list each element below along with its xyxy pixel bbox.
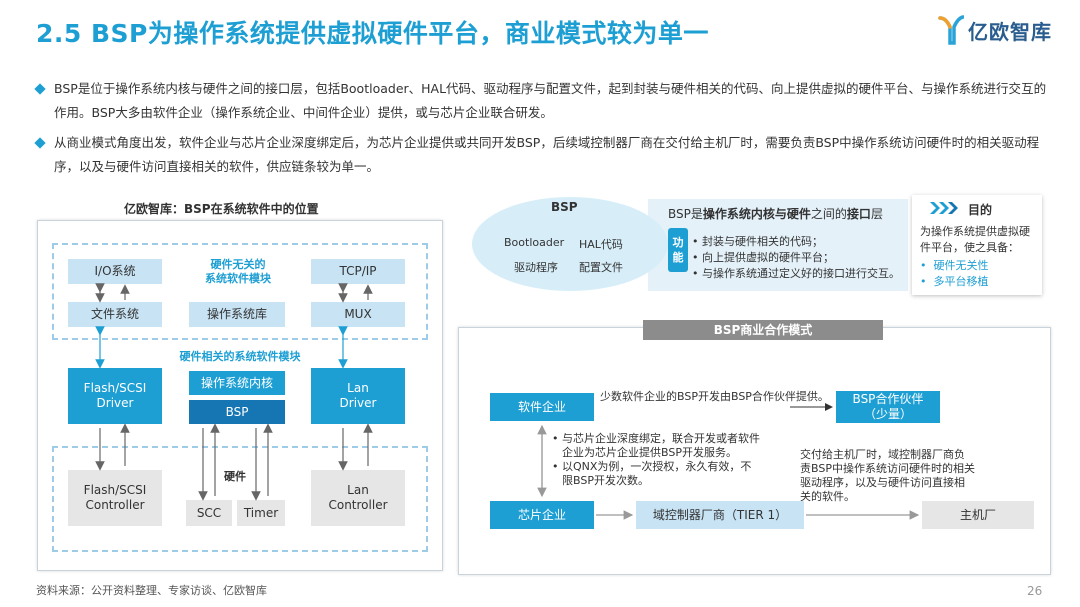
bsp-definition: BSP是操作系统内核与硬件之间的接口层 — [668, 205, 883, 222]
note-item: • 与芯片企业深度绑定，联合开发或者软件企业为芯片企业提供BSP开发服务。 — [552, 432, 760, 459]
function-text: 封装与硬件相关的代码； — [702, 235, 823, 248]
io-system-box: I/O系统 — [68, 259, 162, 284]
logo-icon — [938, 15, 964, 45]
hardware-zone — [52, 446, 428, 552]
bullet-item: BSP是位于操作系统内核与硬件之间的接口层，包括Bootloader、HAL代码… — [34, 77, 1048, 125]
file-system-box: 文件系统 — [68, 302, 162, 327]
oem-box: 主机厂 — [922, 501, 1034, 529]
chevron-right-icon — [930, 202, 958, 214]
page-title: 2.5 BSP为操作系统提供虚拟硬件平台，商业模式较为单一 — [36, 19, 709, 48]
function-item: • 与操作系统通过定义好的接口进行交互。 — [692, 267, 900, 280]
bsp-def-suffix: 层 — [870, 207, 883, 221]
software-company-box: 软件企业 — [490, 393, 594, 421]
hw-independent-label: 硬件无关的 系统软件模块 — [205, 258, 271, 285]
function-text: 与操作系统通过定义好的接口进行交互。 — [702, 267, 900, 280]
note-text: 与芯片企业深度绑定，联合开发或者软件企业为芯片企业提供BSP开发服务。 — [562, 432, 760, 459]
scc-box: SCC — [186, 500, 232, 526]
deep-binding-note: • 与芯片企业深度绑定，联合开发或者软件企业为芯片企业提供BSP开发服务。 • … — [552, 432, 762, 488]
bullet-text: BSP是位于操作系统内核与硬件之间的接口层，包括Bootloader、HAL代码… — [54, 81, 1047, 120]
bullet-text: 从商业模式角度出发，软件企业与芯片企业深度绑定后，为芯片企业提供或共同开发BSP… — [54, 135, 1040, 174]
lan-driver-box: Lan Driver — [311, 368, 405, 424]
left-diagram-frame — [37, 220, 443, 571]
bsp-box: BSP — [189, 400, 285, 424]
bsp-partner-box: BSP合作伙伴 （少量） — [836, 391, 940, 423]
hw-related-label: 硬件相关的系统软件模块 — [179, 350, 301, 363]
goal-item: • 硬件无关性 — [920, 259, 989, 272]
hw-independent-zone — [52, 243, 428, 340]
bsp-item: 配置文件 — [579, 261, 623, 274]
function-item: • 向上提供虚拟的硬件平台； — [692, 251, 834, 264]
os-library-box: 操作系统库 — [189, 302, 285, 327]
flash-controller-box: Flash/SCSI Controller — [68, 470, 162, 526]
bsp-oval-label: BSP — [551, 200, 578, 214]
page-number: 26 — [1027, 584, 1043, 598]
goal-title: 目的 — [968, 203, 993, 217]
goal-item: • 多平台移植 — [920, 275, 989, 288]
goal-item-text: 硬件无关性 — [933, 259, 989, 272]
bsp-def-bold: 操作系统内核与硬件 — [702, 207, 811, 221]
note-text: 以QNX为例，一次授权，永久有效，不限BSP开发次数。 — [562, 460, 752, 487]
bsp-def-bold: 接口 — [846, 207, 871, 221]
bsp-item: Bootloader — [504, 236, 565, 249]
hardware-label: 硬件 — [224, 470, 246, 483]
source-note: 资料来源：公开资料整理、专家访谈、亿欧智库 — [36, 584, 267, 597]
bullet-item: 从商业模式角度出发，软件企业与芯片企业深度绑定后，为芯片企业提供或共同开发BSP… — [34, 131, 1048, 179]
lan-controller-box: Lan Controller — [311, 470, 405, 526]
goal-text: 为操作系统提供虚拟硬件平台，使之具备： — [920, 225, 1030, 254]
bsp-def-mid: 之间的 — [810, 207, 847, 221]
delivery-note: 交付给主机厂时，域控制器厂商负责BSP中操作系统访问硬件时的相关驱动程序，以及与… — [800, 448, 975, 503]
domain-controller-box: 域控制器厂商（TIER 1） — [636, 501, 804, 529]
left-diagram-caption: 亿欧智库：BSP在系统软件中的位置 — [124, 202, 319, 216]
function-text: 向上提供虚拟的硬件平台； — [702, 251, 834, 264]
logo: 亿欧智库 — [938, 15, 1052, 45]
function-tag: 功能 — [668, 228, 688, 272]
note-item: • 以QNX为例，一次授权，永久有效，不限BSP开发次数。 — [552, 460, 752, 487]
bsp-oval — [472, 197, 668, 291]
goal-item-text: 多平台移植 — [933, 275, 989, 288]
business-model-caption: BSP商业合作模式 — [643, 320, 883, 340]
mux-box: MUX — [311, 302, 405, 327]
flash-driver-box: Flash/SCSI Driver — [68, 368, 162, 424]
bsp-item: 驱动程序 — [514, 261, 558, 274]
os-kernel-box: 操作系统内核 — [189, 371, 285, 395]
timer-box: Timer — [237, 500, 285, 526]
partner-note: 少数软件企业的BSP开发由BSP合作伙伴提供。 — [600, 390, 829, 403]
intro-bullets: BSP是位于操作系统内核与硬件之间的接口层，包括Bootloader、HAL代码… — [34, 77, 1048, 185]
logo-text: 亿欧智库 — [968, 19, 1052, 44]
tcpip-box: TCP/IP — [311, 259, 405, 284]
chip-company-box: 芯片企业 — [490, 501, 594, 529]
function-item: • 封装与硬件相关的代码； — [692, 235, 823, 248]
bsp-item: HAL代码 — [579, 238, 623, 251]
bsp-function-band — [648, 199, 908, 291]
bsp-def-prefix: BSP是 — [668, 207, 703, 221]
